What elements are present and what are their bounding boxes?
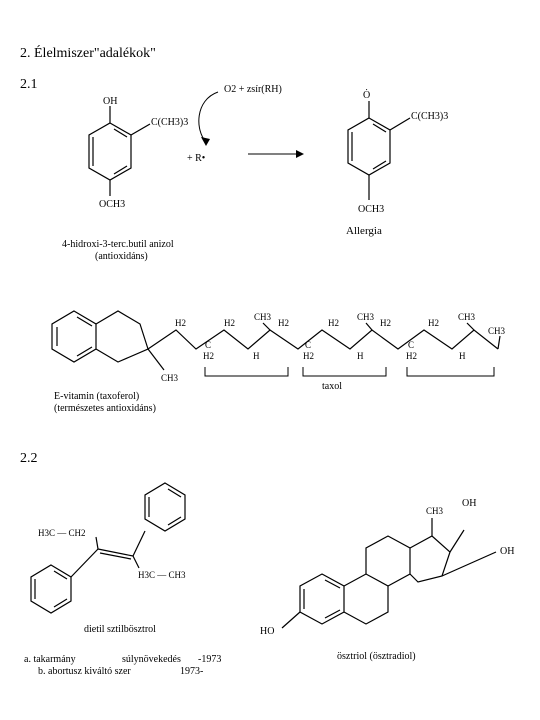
estriol-name: ösztriol (ösztradiol) [337, 651, 416, 662]
tbutyl-label: C(CH3)3 [151, 117, 188, 128]
h2-top-label: H2 [278, 318, 289, 328]
h2-top-label: H2 [175, 318, 186, 328]
product-och3-label: OCH3 [358, 204, 384, 215]
reactant-name-line1: 4-hidroxi-3-terc.butil anizol [62, 239, 174, 250]
h2-bottom-label: H2 [406, 351, 417, 361]
product-molecule: Ȯ C(CH3)3 OCH3 Allergia [346, 89, 448, 237]
estriol-oh-right: OH [500, 546, 514, 557]
product-name: Allergia [346, 225, 382, 237]
oh-label: OH [103, 96, 117, 107]
section-2-1-label: 2.1 [20, 77, 38, 92]
estriol-oh-top: OH [462, 498, 476, 509]
use-b-year: 1973- [180, 666, 203, 677]
stilbestrol-molecule [30, 482, 186, 614]
curved-arrow-head-icon [201, 137, 210, 146]
h-label: H [459, 351, 466, 361]
h2-bottom-label: H2 [203, 351, 214, 361]
h-label: H [357, 351, 364, 361]
section-2-2-label: 2.2 [20, 451, 38, 466]
vitamin-e-molecule [51, 310, 501, 371]
h-label: H [253, 351, 260, 361]
estriol-ho-left: HO [260, 626, 274, 637]
stilbestrol-name: dietil sztilbösztrol [84, 624, 156, 635]
estriol-molecule [281, 518, 497, 629]
use-a-year: -1973 [198, 654, 221, 665]
ch-label: C [205, 340, 211, 350]
taxol-label: taxol [322, 381, 342, 392]
plus-radical-label: + R• [187, 153, 205, 164]
reactant-name-line2: (antioxidáns) [95, 251, 148, 262]
ch-label: C [305, 340, 311, 350]
ch-label: C [408, 340, 414, 350]
isoprene-brackets [204, 367, 495, 377]
end-ch3-label: CH3 [488, 326, 506, 336]
ch3-chain-label: CH3 [357, 312, 375, 322]
reagents-label: O2 + zsír(RH) [224, 84, 282, 95]
ch3-chain-label: CH3 [254, 312, 272, 322]
ethyl-bottom-label: H3C — CH3 [138, 570, 186, 580]
product-tbutyl-label: C(CH3)3 [411, 111, 448, 122]
use-a-label: a. takarmány [24, 654, 76, 665]
reaction-arrows: O2 + zsír(RH) + R• [187, 84, 304, 164]
vitamin-e-name-line2: (természetes antioxidáns) [54, 403, 156, 414]
estriol-ch3-label: CH3 [426, 506, 444, 516]
ch3-chain-label: CH3 [458, 312, 476, 322]
product-o-label: Ȯ [363, 89, 370, 101]
vitamin-e-name-line1: E-vitamin (taxoferol) [54, 391, 139, 402]
page-title: 2. Élelmiszer"adalékok" [20, 46, 156, 61]
use-a-value: súlynövekedés [122, 654, 181, 665]
vitamin-e-ring-ch3: CH3 [161, 373, 179, 383]
reactant-molecule: OH C(CH3)3 OCH3 4-hidroxi-3-terc.butil a… [62, 96, 188, 262]
ethyl-top-label: H3C — CH2 [38, 528, 86, 538]
h2-top-label: H2 [380, 318, 391, 328]
use-b-label: b. abortusz kiváltó szer [38, 666, 131, 677]
h2-top-label: H2 [224, 318, 235, 328]
h2-bottom-label: H2 [303, 351, 314, 361]
och3-label: OCH3 [99, 199, 125, 210]
reaction-arrow-icon [296, 150, 304, 158]
h2-top-label: H2 [428, 318, 439, 328]
h2-top-label: H2 [328, 318, 339, 328]
